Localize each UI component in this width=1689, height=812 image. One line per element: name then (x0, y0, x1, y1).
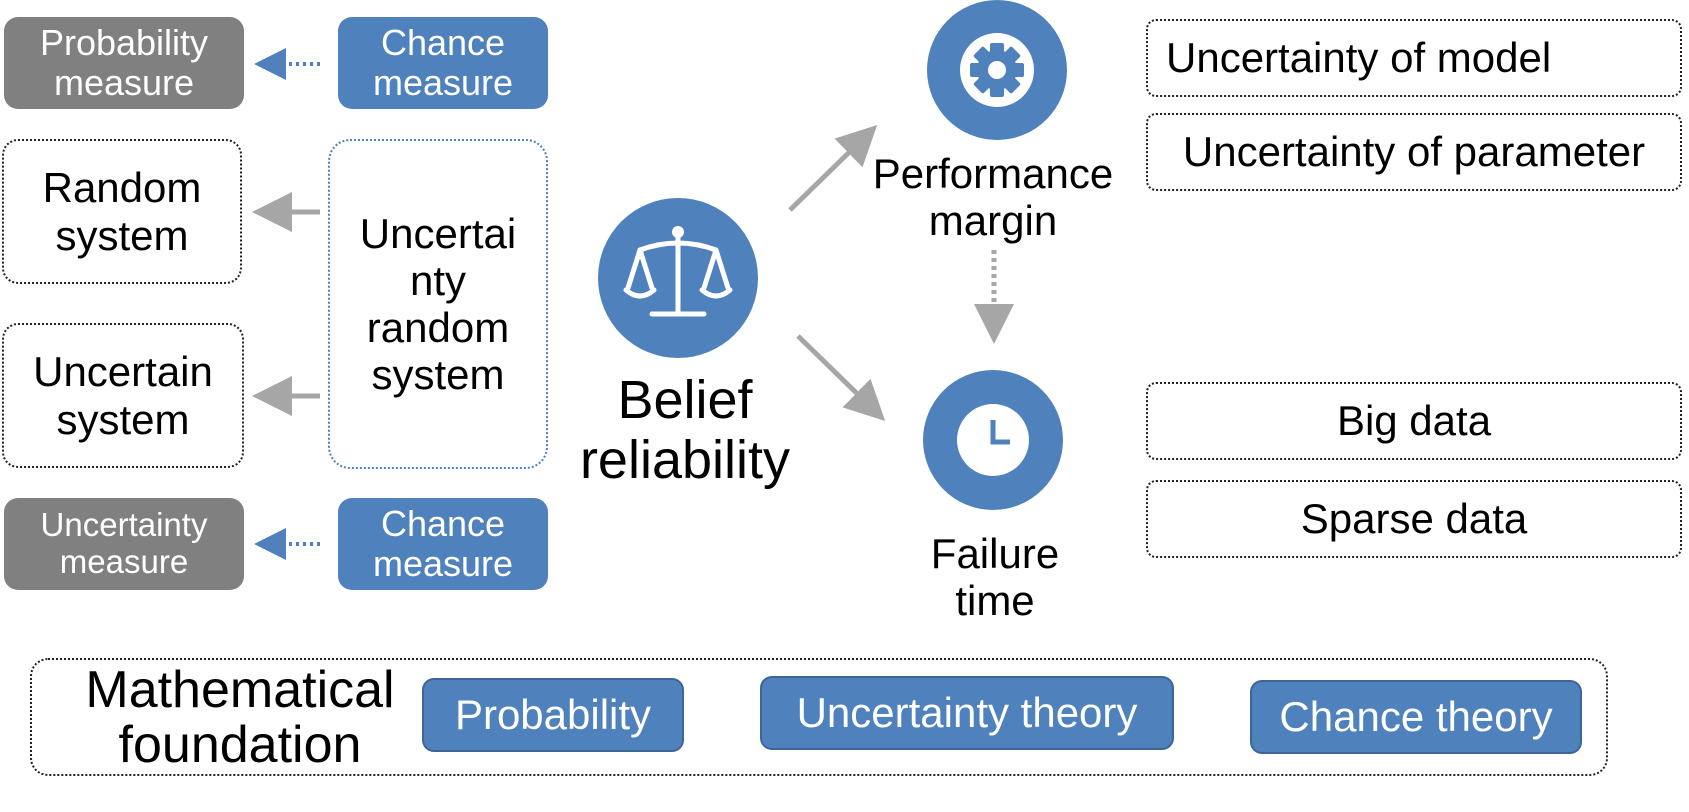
uncertainty-theory-chip: Uncertainty theory (760, 676, 1174, 750)
uncertain-system-label: Uncertain system (33, 348, 213, 443)
chance-theory-chip-label: Chance theory (1279, 693, 1553, 740)
sparse-data-label: Sparse data (1300, 495, 1528, 542)
failure-time-label: Failure time (930, 530, 1060, 625)
uncertainty-of-model-label: Uncertainty of model (1166, 34, 1552, 81)
probability-measure-label: Probability measure (39, 21, 209, 103)
uncertain-system-box: Uncertain system (2, 323, 244, 468)
uncertainty-measure-box: Uncertainty measure (4, 498, 244, 590)
uncertainty-of-model-box: Uncertainty of model (1146, 19, 1682, 97)
chance-measure-bottom-label: Chance measure (372, 502, 514, 584)
probability-measure-box: Probability measure (4, 17, 244, 109)
uncertainty-random-system-box: Uncertai nty random system (328, 139, 548, 469)
random-system-label: Random system (42, 164, 202, 259)
big-data-label: Big data (1336, 397, 1492, 444)
performance-margin-label: Performance margin (872, 150, 1114, 245)
uncertainty-of-parameter-label: Uncertainty of parameter (1182, 128, 1646, 175)
probability-chip-label: Probability (454, 691, 652, 738)
scale-icon (598, 198, 758, 358)
random-system-box: Random system (2, 139, 242, 284)
clock-icon (923, 370, 1063, 510)
uncertainty-random-system-label: Uncertai nty random system (359, 209, 517, 399)
chance-measure-top-label: Chance measure (372, 21, 514, 103)
sparse-data-box: Sparse data (1146, 480, 1682, 558)
arrow-to-failure-time (796, 334, 886, 421)
uncertainty-theory-chip-label: Uncertainty theory (796, 689, 1138, 736)
mathematical-foundation-title: Mathematical foundation (85, 661, 395, 774)
chance-measure-bottom-box: Chance measure (338, 498, 548, 590)
big-data-box: Big data (1146, 382, 1682, 460)
uncertainty-of-parameter-box: Uncertainty of parameter (1146, 113, 1682, 191)
chance-measure-top-box: Chance measure (338, 17, 548, 109)
probability-chip: Probability (422, 678, 684, 752)
gear-icon (927, 0, 1067, 140)
arrow-to-performance-margin (788, 125, 878, 212)
chance-theory-chip: Chance theory (1250, 680, 1582, 754)
belief-reliability-label: Belief reliability (579, 370, 791, 491)
uncertainty-measure-label: Uncertainty measure (40, 506, 208, 580)
